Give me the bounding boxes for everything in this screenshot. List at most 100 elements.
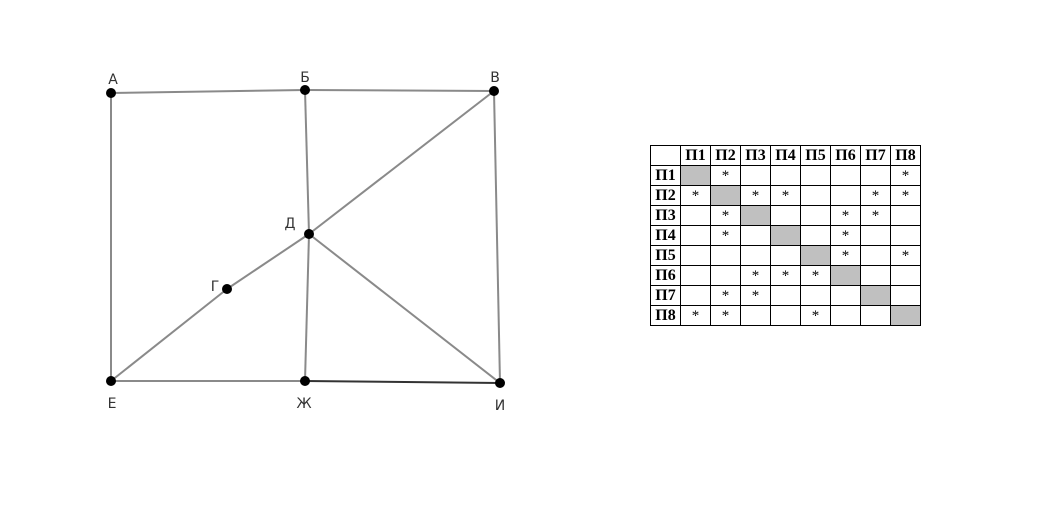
- table-cell: [800, 185, 831, 206]
- table-cell: [680, 285, 711, 306]
- graph-edge-b-d: [304, 89, 310, 235]
- table-cell: *: [710, 225, 741, 246]
- diagonal-cell: [890, 305, 921, 326]
- diagonal-cell: [860, 285, 891, 306]
- graph-node-label-b: Б: [300, 70, 310, 86]
- table-cell: [710, 245, 741, 266]
- table-cell: *: [710, 285, 741, 306]
- table-cell: *: [710, 205, 741, 226]
- graph-edge-zh-i: [304, 380, 501, 384]
- column-header: П2: [710, 145, 741, 166]
- diagonal-cell: [740, 205, 771, 226]
- table-row: П6***: [650, 265, 921, 286]
- row-header: П7: [650, 285, 681, 306]
- graph-node-label-e: Е: [108, 396, 117, 412]
- table-cell: *: [890, 245, 921, 266]
- column-header: П6: [830, 145, 861, 166]
- table-cell: *: [770, 185, 801, 206]
- table-cell: *: [740, 265, 771, 286]
- table-corner-cell: [650, 145, 681, 166]
- table-cell: [680, 265, 711, 286]
- table-cell: *: [890, 165, 921, 186]
- table-cell: [680, 245, 711, 266]
- graph-node-a: [106, 88, 116, 98]
- table-cell: [680, 205, 711, 226]
- table-cell: *: [680, 305, 711, 326]
- table-cell: [770, 305, 801, 326]
- graph-edge-d-i: [308, 233, 501, 384]
- graph-node-e: [106, 376, 116, 386]
- row-header: П4: [650, 225, 681, 246]
- row-header: П3: [650, 205, 681, 226]
- table-cell: [830, 165, 861, 186]
- table-cell: *: [710, 305, 741, 326]
- table-cell: [710, 265, 741, 286]
- graph-node-i: [495, 378, 505, 388]
- table-row: П3***: [650, 205, 921, 226]
- table-cell: *: [890, 185, 921, 206]
- column-header: П7: [860, 145, 891, 166]
- graph-node-v: [489, 86, 499, 96]
- column-header: П8: [890, 145, 921, 166]
- graph-edge-d-zh: [304, 233, 310, 382]
- table-cell: [860, 165, 891, 186]
- graph-node-g: [222, 284, 232, 294]
- graph-edge-g-e: [110, 288, 228, 382]
- table-cell: [800, 285, 831, 306]
- table-row: П8***: [650, 305, 921, 326]
- table-cell: [830, 185, 861, 206]
- graph-node-d: [304, 229, 314, 239]
- graph-node-label-g: Г: [211, 279, 220, 295]
- table-row: П5 * *: [650, 245, 921, 266]
- graph-edge-a-b: [110, 89, 306, 94]
- table-cell: *: [830, 205, 861, 226]
- table-cell: [890, 225, 921, 246]
- table-cell: *: [830, 245, 861, 266]
- table-row: П2*****: [650, 185, 921, 206]
- table-cell: *: [800, 265, 831, 286]
- table-cell: [680, 225, 711, 246]
- row-header: П1: [650, 165, 681, 186]
- diagonal-cell: [770, 225, 801, 246]
- graph-node-label-v: В: [490, 70, 500, 86]
- row-header: П5: [650, 245, 681, 266]
- row-header: П6: [650, 265, 681, 286]
- graph-edge-d-g: [226, 233, 310, 290]
- table-row: П7 **: [650, 285, 921, 306]
- table-cell: [740, 225, 771, 246]
- column-header: П1: [680, 145, 711, 166]
- table-cell: *: [680, 185, 711, 206]
- graph-node-label-d: Д: [285, 216, 296, 232]
- table-cell: [740, 165, 771, 186]
- table-cell: [860, 245, 891, 266]
- table-cell: [800, 205, 831, 226]
- table-cell: [860, 225, 891, 246]
- table-cell: [830, 305, 861, 326]
- table-cell: [740, 305, 771, 326]
- graph-diagram: А Б В Г Д Е Ж И: [106, 70, 505, 414]
- table-cell: [830, 285, 861, 306]
- graph-node-label-a: А: [108, 72, 118, 88]
- diagonal-cell: [710, 185, 741, 206]
- graph-node-zh: [300, 376, 310, 386]
- table-cell: [770, 165, 801, 186]
- table-cell: [890, 285, 921, 306]
- table-cell: [770, 245, 801, 266]
- table-cell: *: [770, 265, 801, 286]
- graph-edge-b-v: [304, 89, 495, 92]
- diagonal-cell: [830, 265, 861, 286]
- table-cell: *: [860, 185, 891, 206]
- table-row: П1**: [650, 165, 921, 186]
- table-cell: *: [740, 285, 771, 306]
- graph-node-label-i: И: [495, 398, 505, 414]
- graph-edge-v-d: [308, 90, 495, 235]
- table-cell: [800, 225, 831, 246]
- graph-node-label-zh: Ж: [296, 396, 311, 412]
- table-cell: [770, 285, 801, 306]
- column-header: П4: [770, 145, 801, 166]
- table-cell: [770, 205, 801, 226]
- table-cell: [740, 245, 771, 266]
- table-cell: *: [800, 305, 831, 326]
